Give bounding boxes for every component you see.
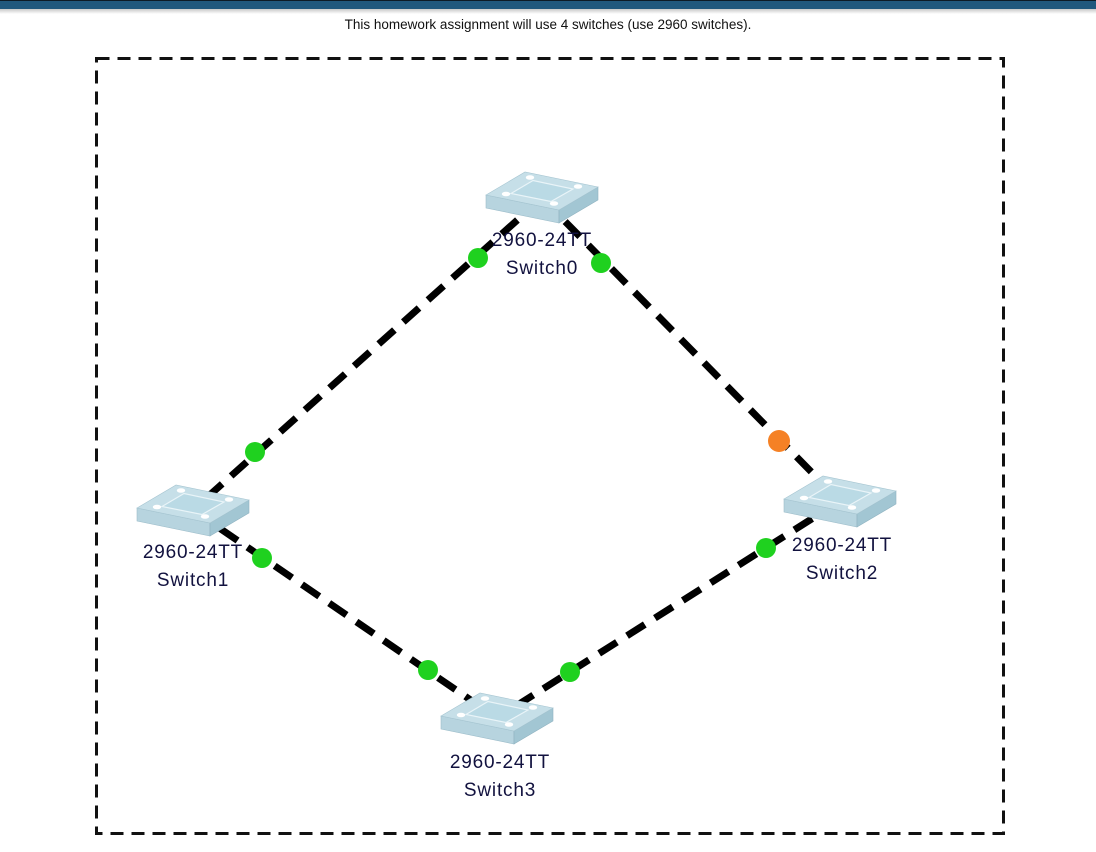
window-top-bar [0,0,1096,9]
link-switch0-switch1[interactable] [190,195,545,513]
switch0-icon[interactable] [485,171,599,224]
link-switch1-switch3[interactable] [191,507,499,721]
switch3-name: Switch3 [463,780,537,801]
switch3-model: 2960-24TT [449,752,551,773]
switch2-icon[interactable] [783,475,897,528]
switch0-name: Switch0 [505,258,579,279]
switch2-name: Switch2 [805,563,879,584]
switch3-icon[interactable] [440,692,554,745]
status-dot-s0s2-near-s0 [591,253,611,273]
switch0-label: 2960-24TT Switch0 [492,227,592,283]
status-dot-s0s1-near-s1 [245,442,265,462]
switch1-model: 2960-24TT [142,542,244,563]
status-dot-s0s1-near-s0 [468,248,488,268]
assignment-title: This homework assignment will use 4 swit… [344,17,752,32]
switch2-model: 2960-24TT [791,535,893,556]
status-dot-s1s3-near-s1 [252,548,272,568]
status-dot-s2s3-near-s2 [756,538,776,558]
status-dot-s2s3-near-s3 [560,662,580,682]
switch2-label: 2960-24TT Switch2 [792,532,892,588]
workspace-border [95,57,1005,835]
status-dot-s0s2-near-s2-blocked [768,430,790,452]
switch0-model: 2960-24TT [491,230,593,251]
switch1-icon[interactable] [136,484,250,537]
switch1-label: 2960-24TT Switch1 [143,539,243,595]
switch1-name: Switch1 [156,570,230,591]
switch3-label: 2960-24TT Switch3 [450,749,550,805]
status-dot-s1s3-near-s3 [418,660,438,680]
link-switch0-switch2[interactable] [539,195,843,504]
window-top-bar-shadow [0,9,1096,14]
link-switch2-switch3[interactable] [495,498,842,721]
